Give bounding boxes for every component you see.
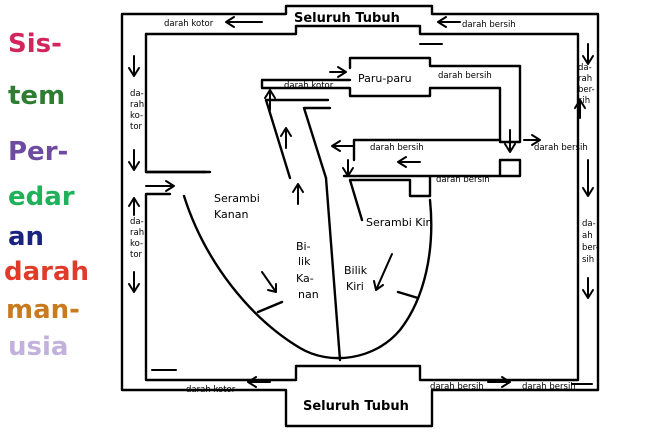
bottom-body-box: Seluruh Tubuh	[303, 399, 409, 414]
arrow-right-mid-down	[582, 159, 594, 197]
title-line-4: edar	[8, 182, 75, 212]
right-ventricle-label-3: Ka-	[296, 272, 314, 285]
title-line-2: tem	[8, 81, 65, 111]
right-ventricle-label-4: nan	[298, 288, 319, 301]
top-body-box: Seluruh Tubuh	[294, 11, 400, 26]
arrow-pulm-vein-down	[342, 159, 354, 177]
arrow-right-upper-down	[582, 43, 594, 65]
vlabel-rl-4: sih	[582, 255, 594, 265]
septum	[324, 176, 342, 362]
flow-label-bottom-right: darah bersih	[522, 382, 576, 392]
title-line-8: usia	[8, 332, 68, 362]
arrow-left-lower-down	[128, 271, 140, 293]
inner-frame	[144, 24, 580, 382]
flow-label-pulmonary-artery: darah kotor	[284, 81, 334, 91]
vlabel-ll-4: tor	[130, 250, 143, 260]
title-line-5: an	[8, 222, 44, 252]
heart-outline	[182, 194, 433, 360]
arrow-pulm-vein-left-2	[331, 140, 355, 152]
heart	[144, 98, 522, 362]
vlabel-ll-3: ko-	[130, 239, 143, 249]
pulmonary-artery-inner	[302, 106, 332, 180]
title-line-1: Sis-	[8, 29, 62, 59]
title-line-3: Per-	[8, 137, 68, 167]
vlabel-lu-2: rah	[130, 100, 144, 110]
inner-frame-left-upper	[144, 32, 212, 174]
aorta-top	[352, 138, 502, 162]
flow-label-top-left: darah kotor	[164, 19, 214, 29]
arrow-pulm-vein-left	[397, 156, 421, 168]
arrow-pa-up-2	[280, 127, 292, 149]
top-body-label: Seluruh Tubuh	[294, 11, 400, 26]
arrow-ra-to-rv	[261, 271, 277, 293]
vlabel-lu-3: ko-	[130, 111, 143, 121]
arrow-bottom-left	[247, 376, 271, 388]
flow-label-pulmonary-vein-2: darah bersih	[436, 175, 490, 185]
atrium-valve-right	[256, 300, 284, 314]
right-atrium-label-2: Kanan	[214, 208, 248, 221]
lungs-label: Paru-paru	[358, 72, 412, 85]
vlabel-ru-3: ber-	[578, 85, 595, 95]
arrow-pa-up-1	[264, 89, 276, 111]
right-ventricle-label-1: Bi-	[296, 240, 311, 253]
flow-arrows	[128, 16, 594, 388]
arrow-top-left	[225, 16, 263, 28]
vertical-label-left-upper: da- rah ko- tor	[130, 89, 144, 132]
arrow-aorta-out	[523, 134, 541, 146]
arrow-left-mid-down	[128, 149, 140, 171]
flow-label-top-right: darah bersih	[462, 20, 516, 30]
vlabel-rl-2: ah	[582, 231, 593, 241]
title-line-6: darah	[4, 257, 89, 287]
flow-label-aorta-right: darah bersih	[534, 143, 588, 153]
vertical-label-right-lower: da- ah ber- sih	[582, 219, 599, 265]
side-title: Sis- tem Per- edar an darah man- usia	[4, 29, 89, 362]
vlabel-rl-1: da-	[582, 219, 596, 229]
left-ventricle-label-1: Bilik	[344, 264, 368, 277]
title-line-7: man-	[6, 295, 80, 325]
vertical-label-left-lower: da- rah ko- tor	[130, 217, 144, 260]
arrow-bottom-right-1	[487, 376, 511, 388]
arrow-lung-out-down	[504, 129, 516, 153]
left-heart-wall	[342, 158, 522, 222]
vlabel-ll-2: rah	[130, 228, 144, 238]
flow-label-lungs-right: darah bersih	[438, 71, 492, 81]
vlabel-ru-2: rah	[578, 74, 592, 84]
flow-label-bottom-mid: darah bersih	[430, 382, 484, 392]
vlabel-ll-1: da-	[130, 217, 144, 227]
arrow-top-right	[437, 16, 461, 28]
outer-frame	[120, 4, 600, 428]
atrium-valve-left	[396, 290, 420, 300]
right-atrium-label-1: Serambi	[214, 192, 260, 205]
vlabel-lu-1: da-	[130, 89, 144, 99]
arrow-left-upper-down	[128, 55, 140, 77]
vlabel-ru-1: da-	[578, 63, 592, 73]
flow-label-bottom-left: darah kotor	[186, 385, 236, 395]
arrow-right-upper-up	[574, 99, 586, 119]
left-ventricle-label-2: Kiri	[346, 280, 364, 293]
left-atrium-label: Serambi Kiri	[366, 216, 433, 229]
arrow-vena-in	[145, 180, 175, 192]
arrow-la-to-lv	[373, 253, 393, 291]
vlabel-lu-4: tor	[130, 122, 143, 132]
vertical-label-right-upper: da- rah ber- sih	[578, 63, 595, 106]
vlabel-ru-4: sih	[578, 96, 590, 106]
pulmonary-artery	[264, 98, 330, 180]
arrow-left-upper-up	[128, 197, 140, 216]
bottom-body-label: Seluruh Tubuh	[303, 399, 409, 414]
flow-label-pulmonary-vein-1: darah bersih	[370, 143, 424, 153]
right-ventricle-label-2: lik	[298, 255, 311, 268]
arrow-pa-up-3	[292, 183, 304, 205]
arrow-right-lower-down	[582, 277, 594, 299]
lungs-box: Paru-paru	[260, 56, 522, 144]
arrow-lung-in	[329, 66, 347, 78]
vlabel-rl-3: ber-	[582, 243, 599, 253]
